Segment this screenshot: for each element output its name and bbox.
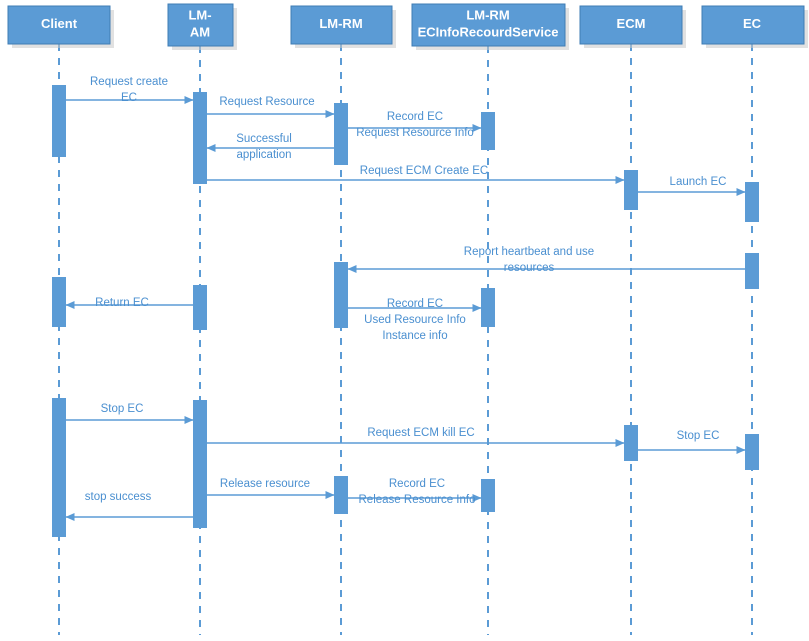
- message-m13: Release resource: [207, 478, 335, 499]
- message-m2: Request Resource: [207, 96, 335, 118]
- participant-label-lmrm: LM-RM: [319, 16, 362, 31]
- activation-bar-ecinfo: [481, 479, 495, 512]
- message-m6: Launch EC: [638, 176, 746, 196]
- participant-label-ec: EC: [743, 16, 762, 31]
- activation-bar-ec: [745, 253, 759, 289]
- message-label-m10: Stop EC: [101, 403, 144, 415]
- activation-bar-client: [52, 85, 66, 157]
- message-label-m12: Stop EC: [677, 430, 720, 442]
- activation-bar-lmam: [193, 92, 207, 184]
- participant-lmam[interactable]: LM-AM: [167, 3, 237, 50]
- activation-bar-ecinfo: [481, 288, 495, 327]
- message-label-m11: Request ECM kill EC: [367, 427, 474, 439]
- message-m5: Request ECM Create EC: [207, 165, 625, 184]
- participant-lmrm[interactable]: LM-RM: [290, 5, 396, 48]
- participant-box-ec[interactable]: [701, 5, 805, 45]
- activation-bar-lmrm: [334, 262, 348, 328]
- activation-bar-ecm: [624, 425, 638, 461]
- participant-box-lmam[interactable]: [167, 3, 234, 47]
- participant-label-ecm: ECM: [617, 16, 646, 31]
- participant-box-client[interactable]: [7, 5, 111, 45]
- participant-box-lmrm[interactable]: [290, 5, 393, 45]
- participant-label-lmam: LM-AM: [188, 8, 211, 40]
- activation-bar-ec: [745, 434, 759, 470]
- message-m12: Stop EC: [638, 430, 746, 454]
- participant-box-ecm[interactable]: [579, 5, 683, 45]
- activations-layer: [52, 85, 759, 537]
- participant-ec[interactable]: EC: [701, 5, 808, 48]
- activation-bar-lmam: [193, 285, 207, 330]
- participant-label-client: Client: [41, 16, 78, 31]
- message-label-m15: stop success: [85, 491, 152, 503]
- message-m15: stop success: [65, 491, 193, 521]
- activation-bar-ecinfo: [481, 112, 495, 150]
- message-m9: Return EC: [65, 297, 193, 309]
- activation-bar-client: [52, 277, 66, 327]
- message-m11: Request ECM kill EC: [207, 427, 625, 447]
- activation-bar-ec: [745, 182, 759, 222]
- participant-box-ecinfo[interactable]: [411, 3, 566, 47]
- activation-bar-lmam: [193, 400, 207, 528]
- message-m10: Stop EC: [66, 403, 194, 424]
- message-label-m5: Request ECM Create EC: [360, 165, 488, 177]
- activation-bar-ecm: [624, 170, 638, 210]
- activation-bar-lmrm: [334, 103, 348, 165]
- participant-client[interactable]: Client: [7, 5, 114, 48]
- message-label-m9: Return EC: [95, 297, 149, 309]
- participant-ecm[interactable]: ECM: [579, 5, 686, 48]
- message-label-m6: Launch EC: [670, 176, 727, 188]
- message-label-m2: Request Resource: [219, 96, 314, 108]
- activation-bar-client: [52, 398, 66, 537]
- message-label-m13: Release resource: [220, 478, 310, 490]
- activation-bar-lmrm: [334, 476, 348, 514]
